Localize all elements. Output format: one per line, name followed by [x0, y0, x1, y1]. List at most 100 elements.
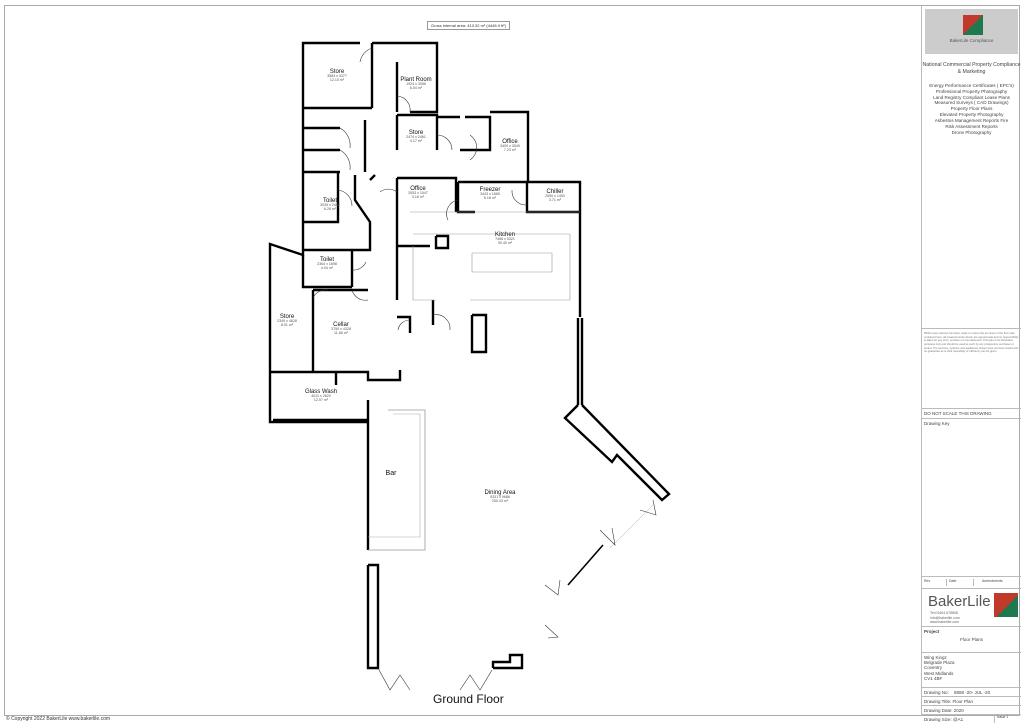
disclaimer-box	[922, 328, 1021, 408]
wall	[567, 544, 604, 586]
service-item: Risk Assessment Reports	[945, 124, 998, 130]
phone: Tel:01604 678808	[930, 611, 958, 615]
room-label-bar: Bar	[385, 470, 397, 477]
drawing-date-row: Drawing Date: 2020	[922, 705, 1021, 714]
title-block: BakerLile Compliance National Commercial…	[921, 6, 1021, 723]
address-line: West Midlands	[924, 670, 954, 676]
bifold-door	[639, 499, 657, 516]
address-line: Belgrade Plaza	[924, 660, 955, 666]
wall	[458, 180, 582, 317]
wall	[470, 313, 488, 354]
drawing-title: Floor Plan	[952, 699, 974, 704]
gross-internal-area: Gross internal area: 413.32 m² (4448.9 f…	[427, 21, 510, 30]
wall	[456, 182, 475, 214]
drawing-date: 2020	[953, 708, 964, 713]
floor-title: Ground Floor	[433, 692, 504, 706]
door-swing	[312, 289, 329, 299]
door-swing	[511, 189, 528, 206]
bar-counter	[368, 413, 421, 538]
wall	[491, 653, 524, 670]
service-item: Property Floor Plans	[950, 106, 993, 112]
service-item: Measured Surveys ( CAD Drawings)	[934, 100, 1009, 106]
bifold-door	[544, 624, 559, 639]
door-swing	[397, 319, 411, 331]
kitchen-counter	[412, 246, 436, 301]
bifold-door	[377, 667, 411, 691]
service-item: Energy Performance Certificates ( EPC's)	[929, 82, 1014, 88]
website: www.bakerlile.com	[930, 620, 959, 625]
door-swing	[351, 289, 369, 301]
kitchen-counter	[413, 233, 571, 301]
services-list: Energy Performance Certificates ( EPC's)…	[922, 83, 1021, 137]
bifold-door	[459, 669, 493, 691]
bakerlile-brand: BakerLile Tel:01604 678808 info@bakerlil…	[922, 588, 1021, 626]
address-line: Coventry	[924, 665, 943, 671]
project-value: Floor Plans	[960, 637, 983, 642]
door-swing	[339, 149, 351, 171]
drawing-size-row: Drawing Size: @A1 Issue 1	[922, 714, 1021, 723]
disclaimer-text: Whilst every attempt has been made to en…	[924, 332, 1019, 354]
email: info@bakerlile.com	[930, 615, 960, 620]
service-item: Asbestos Management Reports Fire	[934, 118, 1009, 124]
address-line: Wing Kingz	[924, 655, 947, 660]
date-col: Date	[947, 579, 974, 586]
bar-counter	[368, 409, 426, 551]
drawing-size: @A1	[953, 717, 964, 722]
rev-col: Rev	[924, 579, 947, 586]
wall	[397, 315, 412, 333]
wall	[563, 404, 671, 502]
service-item: Professional Property Photography	[935, 88, 1008, 94]
bifold-door	[599, 527, 616, 546]
door-swing	[337, 189, 353, 207]
door-swing	[351, 261, 367, 271]
project-label: Project	[924, 629, 940, 634]
label: Drawing No:	[924, 690, 949, 695]
drawing-no: 8888 -20- JUL -20	[954, 690, 991, 695]
service-item: Elevated Property Photography	[939, 112, 1004, 118]
compliance-logo: BakerLile Compliance	[925, 9, 1018, 54]
kitchen-island	[471, 252, 553, 273]
wall	[303, 172, 340, 224]
issue-label: Issue	[997, 715, 1006, 719]
wall	[372, 41, 439, 114]
label: Drawing Size:	[924, 717, 952, 722]
service-item: Land Registry Compliant Lease Plans	[933, 94, 1010, 100]
issue-value: 1	[1006, 715, 1009, 719]
amendments-col: Amendments	[982, 579, 1003, 583]
wall	[434, 234, 450, 250]
wall	[366, 563, 380, 670]
sheet-border	[4, 5, 1020, 716]
drawing-key: Drawing Key	[922, 418, 1021, 576]
bifold-door	[544, 579, 561, 596]
door-swing	[379, 188, 398, 193]
door-swing	[446, 199, 459, 221]
logo-caption: BakerLile Compliance	[949, 38, 994, 43]
wall	[490, 110, 530, 182]
door-swing	[396, 95, 411, 113]
door-swing	[436, 134, 453, 151]
address-line: CV1 4BF	[924, 675, 943, 681]
label: Drawing Title:	[924, 699, 952, 704]
brand-name: BakerLile	[928, 593, 991, 610]
label: Drawing Date:	[924, 708, 953, 713]
copyright-footer: © Copyright 2022 BakerLile www.bakerlile…	[6, 716, 111, 722]
door-swing	[469, 134, 478, 161]
wall	[303, 175, 372, 252]
project-cell: Project Floor Plans	[922, 626, 1021, 652]
bakerlile-logo-icon	[994, 593, 1018, 617]
wall	[460, 115, 492, 152]
revision-header: Rev Date Amendments	[922, 576, 1021, 588]
bakerlile-logo-icon	[963, 15, 983, 35]
